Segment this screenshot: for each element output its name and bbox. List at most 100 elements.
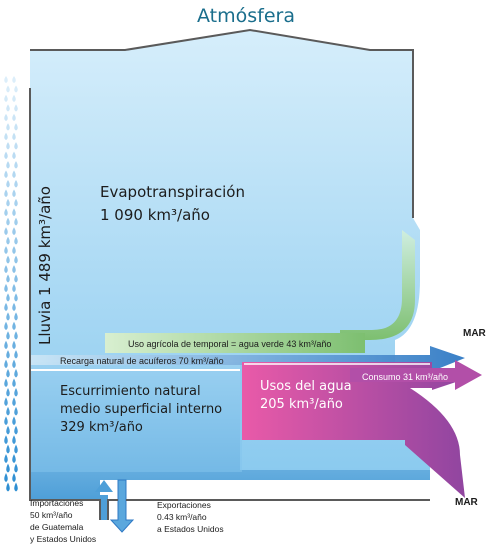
rain-drop <box>4 189 8 197</box>
rain-drop <box>14 444 18 454</box>
rain-drops-column <box>4 76 18 492</box>
exports-arrow <box>109 479 135 533</box>
rain-drop <box>6 387 10 397</box>
rain-drop <box>4 132 8 140</box>
rain-drop <box>6 179 10 188</box>
rain-drop <box>14 123 18 131</box>
rain-drop <box>6 217 10 226</box>
consumption-label: Consumo 31 km³/año <box>362 372 448 382</box>
rain-drop <box>6 331 10 340</box>
rain-drop <box>12 435 16 444</box>
rain-drop <box>4 265 8 273</box>
diagram-outline <box>29 28 430 520</box>
rain-drop <box>6 123 10 131</box>
rain-drop <box>4 435 8 444</box>
imports-line4: y Estados Unidos <box>30 534 96 544</box>
rain-drop <box>6 255 10 264</box>
rain-drop <box>6 312 10 321</box>
rain-drop <box>14 104 18 112</box>
rain-drop <box>14 331 18 340</box>
rain-drop <box>4 246 8 254</box>
rain-drop <box>4 113 8 121</box>
rain-drop <box>6 293 10 302</box>
rain-drop <box>14 293 18 302</box>
imports-text: Importaciones 50 km³/año de Guatemala y … <box>30 498 96 544</box>
sea-bottom-label: MAR <box>455 497 479 508</box>
rain-drop <box>12 302 16 311</box>
rain-drop <box>12 340 16 349</box>
rain-drop <box>14 312 18 321</box>
rain-drop <box>12 76 16 83</box>
rain-drop <box>4 321 8 330</box>
rain-drop <box>12 189 16 197</box>
imports-line3: de Guatemala <box>30 522 84 532</box>
runoff-line3: 329 km³/año <box>60 420 143 435</box>
rain-drop <box>4 227 8 235</box>
sea-top-label: MAR <box>463 328 487 339</box>
rain-drop <box>6 406 10 416</box>
title: Atmósfera <box>197 5 295 27</box>
rain-label: Lluvia 1 489 km³/año <box>36 186 54 345</box>
rain-drop <box>14 161 18 169</box>
rain-drop <box>12 151 16 159</box>
rain-drop <box>4 416 8 425</box>
rain-drop <box>6 444 10 454</box>
consumption-arrow <box>350 360 482 390</box>
rain-drop <box>14 406 18 416</box>
rain-drop <box>4 76 8 83</box>
rain-drop <box>4 151 8 159</box>
rain-drop <box>12 378 16 387</box>
rain-drop <box>14 179 18 188</box>
rain-drop <box>6 350 10 359</box>
rain-drop <box>4 454 8 463</box>
rain-drop <box>12 321 16 330</box>
rain-drop <box>14 350 18 359</box>
rain-drop <box>4 94 8 102</box>
rain-drop <box>12 170 16 178</box>
rain-drop <box>6 85 10 93</box>
rain-drop <box>4 359 8 368</box>
rain-drop <box>14 142 18 150</box>
rain-drop <box>6 142 10 150</box>
water-use-block <box>242 362 468 498</box>
rain-drop <box>14 463 18 473</box>
rain-drop <box>6 274 10 283</box>
runoff-line1: Escurrimiento natural <box>60 384 201 399</box>
rain-drop <box>12 208 16 216</box>
water-use-line2: 205 km³/año <box>260 397 343 412</box>
rain-drop <box>12 454 16 463</box>
rain-drop <box>6 482 10 492</box>
rain-drop <box>6 104 10 112</box>
rain-drop <box>4 340 8 349</box>
imports-arrow <box>100 495 108 520</box>
imports-line2: 50 km³/año <box>30 510 73 520</box>
rain-drop <box>4 473 8 482</box>
imports-line1: Importaciones <box>30 498 83 508</box>
imports-arrow-head <box>95 480 113 492</box>
exports-line2: 0.43 km³/año <box>157 512 207 522</box>
rain-drop <box>12 265 16 273</box>
rain-drop <box>12 227 16 235</box>
rain-drop <box>12 283 16 292</box>
rain-drop <box>6 369 10 378</box>
rain-drop <box>12 397 16 406</box>
rain-drop <box>4 170 8 178</box>
rain-drop <box>6 425 10 435</box>
evapotranspiration-label: Evapotranspiración <box>100 183 245 201</box>
rain-drop <box>14 482 18 492</box>
rain-drop <box>12 94 16 102</box>
rain-drop <box>6 236 10 245</box>
rain-drop <box>12 473 16 482</box>
rain-drop <box>12 416 16 425</box>
rain-drop <box>14 198 18 207</box>
water-use-line1: Usos del agua <box>260 379 352 394</box>
exports-text: Exportaciones 0.43 km³/año a Estados Uni… <box>157 500 224 534</box>
rain-drop <box>14 255 18 264</box>
rain-drop <box>14 425 18 435</box>
rain-drop <box>14 217 18 226</box>
rain-drop <box>14 274 18 283</box>
rain-drop <box>14 236 18 245</box>
rain-drop <box>4 397 8 406</box>
recharge-label: Recarga natural de acuíferos 70 km³/año <box>60 356 224 366</box>
rain-drop <box>4 378 8 387</box>
